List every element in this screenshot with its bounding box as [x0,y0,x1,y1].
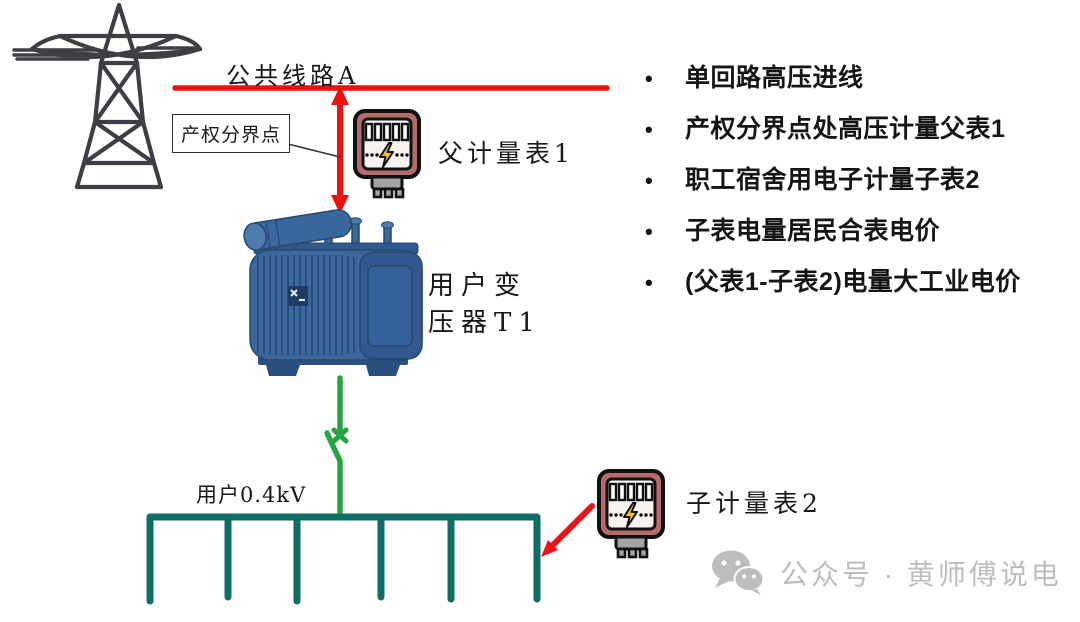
list-item-text: (父表1-子表2)电量大工业电价 [685,268,1021,296]
bullet-marker: • [645,117,654,142]
transmission-tower-icon [12,2,203,190]
list-item: • 职工宿舍用电子计量子表2 [645,165,1075,196]
watermark-text: 公众号 · 黄师傅说电 [780,559,1062,590]
bullet-marker: • [645,219,654,244]
wechat-icon [712,550,765,595]
list-item: • 产权分界点处高压计量父表1 [645,114,1075,145]
public-line-label: 公共线路A [226,62,360,90]
transformer-label-line2: 压器T1 [428,308,542,338]
list-item: • 子表电量居民合表电价 [645,216,1075,247]
notes-list: • 单回路高压进线 • 产权分界点处高压计量父表1 • 职工宿舍用电子计量子表2… [645,63,1075,318]
list-item: • 单回路高压进线 [645,63,1075,94]
watermark: 公众号 · 黄师傅说电 [710,550,1062,596]
incoming-double-arrow [331,86,349,214]
lv-switch-symbol [324,375,349,520]
parent-meter-label: 父计量表1 [438,139,574,168]
list-item-text: 产权分界点处高压计量父表1 [685,115,1006,143]
transformer-icon [243,209,423,376]
sub-meter-label: 子计量表2 [686,489,822,518]
list-item: • (父表1-子表2)电量大工业电价 [645,267,1075,298]
boundary-point-box: 产权分界点 [172,114,290,153]
lv-busbar [146,513,541,605]
list-item-text: 职工宿舍用电子计量子表2 [685,166,980,194]
user-bus-label: 用户0.4kV [196,483,307,507]
sub-meter-pointer-arrow [541,503,595,557]
bullet-marker: • [645,168,654,193]
transformer-label: 用户变 压器T1 [428,268,542,342]
bullet-marker: • [645,270,654,295]
sub-meter-icon [597,469,665,559]
list-item-text: 单回路高压进线 [685,64,864,92]
parent-meter-icon [353,109,421,199]
list-item-text: 子表电量居民合表电价 [685,217,941,245]
transformer-label-line1: 用户变 [428,271,528,301]
bullet-marker: • [645,66,654,91]
boundary-connector-line [287,143,341,158]
boundary-point-label: 产权分界点 [180,124,281,146]
